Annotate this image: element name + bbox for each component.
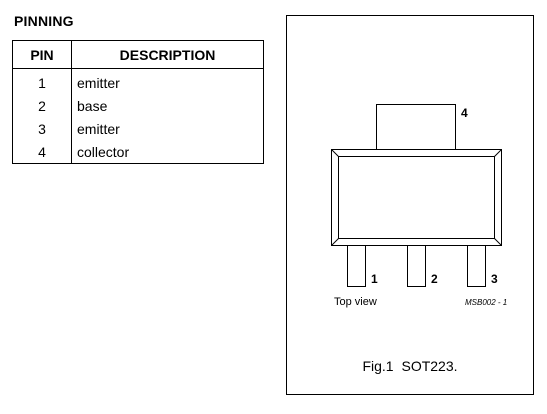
pin-description: emitter: [71, 68, 264, 94]
lead-pin-3: [467, 245, 486, 287]
table-row: 1 emitter: [12, 68, 264, 94]
column-header-description: DESCRIPTION: [71, 40, 264, 69]
table-header-row: PIN DESCRIPTION: [12, 40, 264, 69]
caption-text: SOT223.: [401, 358, 458, 374]
pin-label-2: 2: [431, 272, 438, 286]
tab-pin-4: [376, 104, 456, 151]
table-row: 3 emitter: [12, 117, 264, 140]
pin-label-1: 1: [371, 272, 378, 286]
pinning-table: PIN DESCRIPTION 1 emitter 2 base 3 emitt…: [12, 40, 264, 164]
pin-number: 1: [12, 68, 72, 94]
pin-number: 3: [12, 117, 72, 140]
pin-label-3: 3: [491, 272, 498, 286]
figure-caption: Fig.1 SOT223.: [287, 358, 533, 374]
pin-description: base: [71, 94, 264, 117]
package-body-outer: [331, 149, 502, 246]
drawing-code: MSB002 - 1: [465, 298, 508, 307]
lead-pin-1: [347, 245, 366, 287]
package-body-inner: [338, 156, 495, 239]
column-header-pin: PIN: [12, 40, 72, 69]
pin-number: 4: [12, 140, 72, 164]
table-row: 4 collector: [12, 140, 264, 164]
pin-number: 2: [12, 94, 72, 117]
pin-description: collector: [71, 140, 264, 164]
view-label: Top view: [334, 296, 377, 308]
pin-label-4: 4: [461, 106, 468, 120]
caption-number: Fig.1: [362, 358, 394, 374]
package-figure: 4 1 2 3 Top view MSB002 - 1 Fig.1 SOT223…: [286, 15, 534, 395]
sot223-package-outline: [331, 104, 502, 287]
table-row: 2 base: [12, 94, 264, 117]
section-title: PINNING: [14, 13, 74, 29]
lead-pin-2: [407, 245, 426, 287]
pin-description: emitter: [71, 117, 264, 140]
